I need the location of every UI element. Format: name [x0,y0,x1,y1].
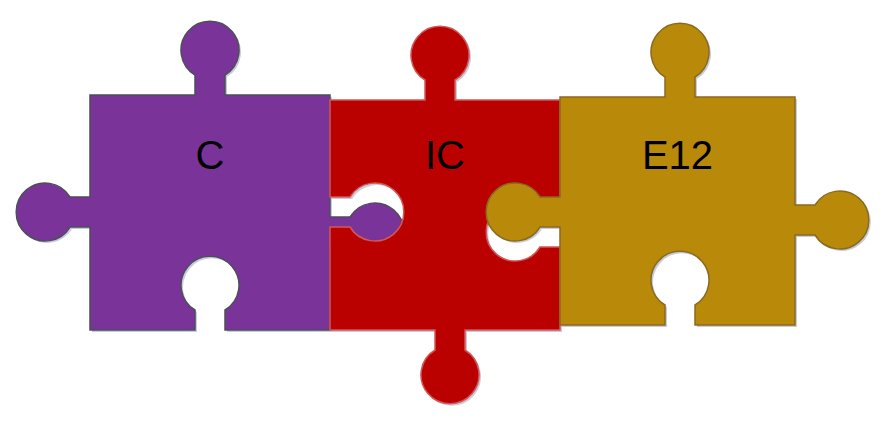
piece-outline [486,23,869,325]
puzzle-piece: C [90,95,330,330]
piece-text-holder: C [90,95,330,175]
piece-label: C [90,135,330,175]
puzzle-piece-shape [90,95,330,330]
piece-text-holder: IC [330,100,560,175]
piece-text-holder: E12 [560,97,795,175]
puzzle-piece-shape [560,97,795,325]
piece-label: E12 [560,135,795,175]
puzzle-piece: E12 [560,97,795,325]
piece-label: IC [330,135,560,175]
